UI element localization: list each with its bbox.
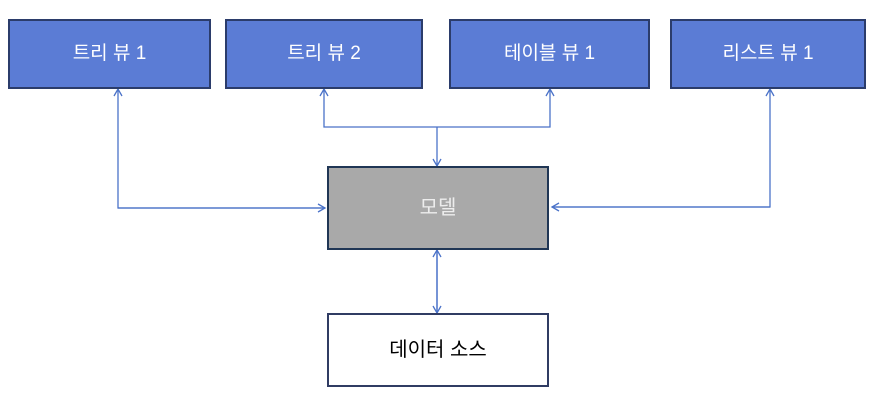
connector-branch-treeview2 (319, 87, 437, 128)
connector-model-treeview1-up (113, 87, 325, 209)
node-list-view-1: 리스트 뷰 1 (670, 19, 866, 89)
node-model: 모델 (327, 166, 549, 250)
node-table-view-1-label: 테이블 뷰 1 (503, 42, 596, 64)
connector-branch-tableview1 (437, 87, 555, 128)
node-tree-view-2-label: 트리 뷰 2 (287, 42, 361, 64)
node-data-source: 데이터 소스 (327, 313, 549, 387)
node-model-label: 모델 (419, 197, 457, 219)
node-list-view-1-label: 리스트 뷰 1 (722, 42, 814, 64)
node-table-view-1: 테이블 뷰 1 (449, 19, 650, 89)
node-tree-view-1-label: 트리 뷰 1 (72, 42, 147, 64)
node-data-source-label: 데이터 소스 (389, 339, 487, 361)
connector-model-listview1-up (552, 87, 775, 208)
node-tree-view-2: 트리 뷰 2 (225, 19, 423, 89)
node-tree-view-1: 트리 뷰 1 (8, 19, 211, 89)
